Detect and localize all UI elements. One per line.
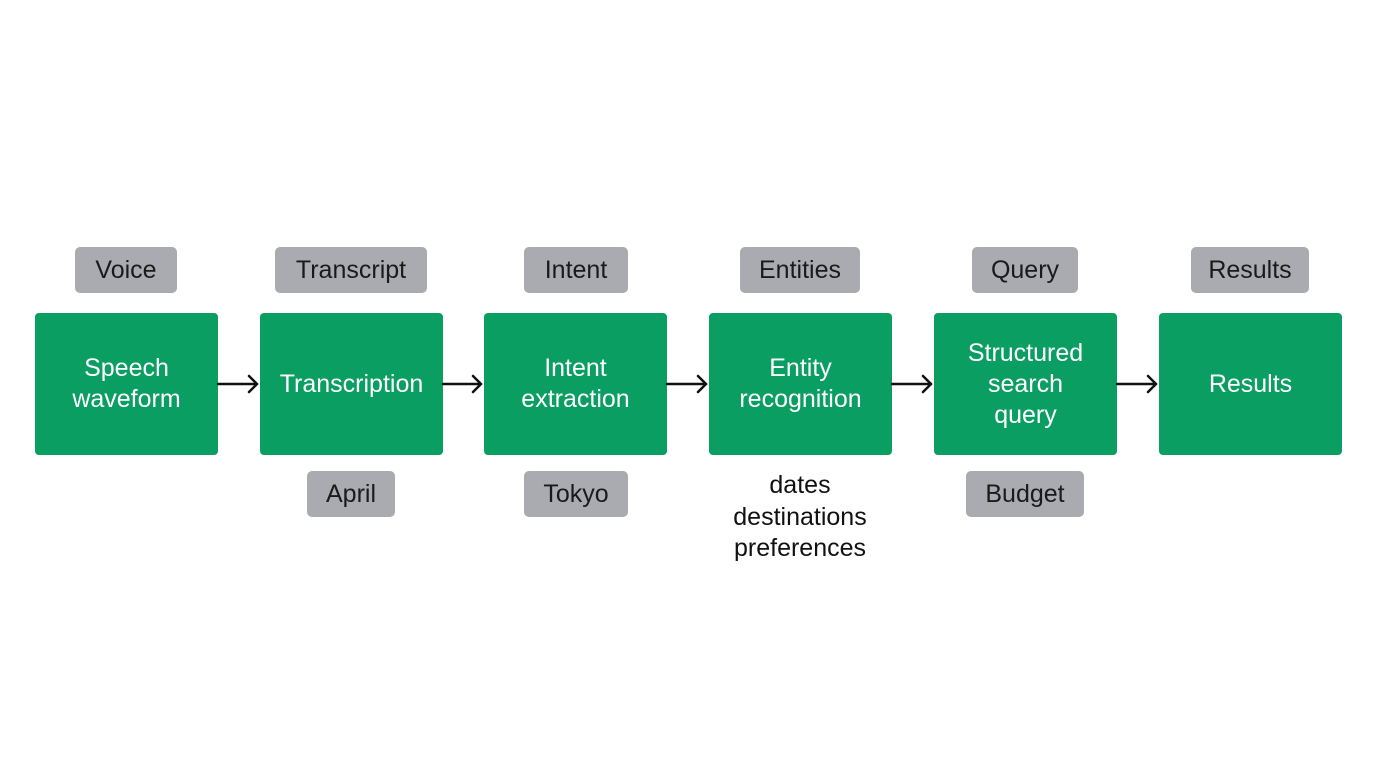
- arrow-5-icon: [1115, 374, 1158, 394]
- tag-intent: Intent: [524, 247, 628, 293]
- stage-entity-recognition: Entity recognition: [709, 313, 892, 455]
- stage-transcription: Transcription: [260, 313, 443, 455]
- stage-structured-search-query: Structured search query: [934, 313, 1117, 455]
- arrow-3-icon: [665, 374, 708, 394]
- arrow-1-icon: [216, 374, 259, 394]
- entity-notes: dates destinations preferences: [710, 470, 890, 565]
- tag-tokyo: Tokyo: [524, 471, 628, 517]
- note-dates: dates: [769, 471, 831, 499]
- arrow-4-icon: [890, 374, 933, 394]
- stage-speech-waveform: Speech waveform: [35, 313, 218, 455]
- tag-april: April: [307, 471, 395, 517]
- tag-transcript: Transcript: [275, 247, 427, 293]
- tag-voice: Voice: [75, 247, 177, 293]
- arrow-2-icon: [441, 374, 483, 394]
- note-destinations: destinations: [733, 502, 867, 531]
- tag-results: Results: [1191, 247, 1309, 293]
- stage-intent-extraction: Intent extraction: [484, 313, 667, 455]
- tag-query: Query: [972, 247, 1078, 293]
- stage-results: Results: [1159, 313, 1342, 455]
- tag-entities: Entities: [740, 247, 860, 293]
- note-preferences: preferences: [733, 534, 867, 562]
- tag-budget: Budget: [966, 471, 1084, 517]
